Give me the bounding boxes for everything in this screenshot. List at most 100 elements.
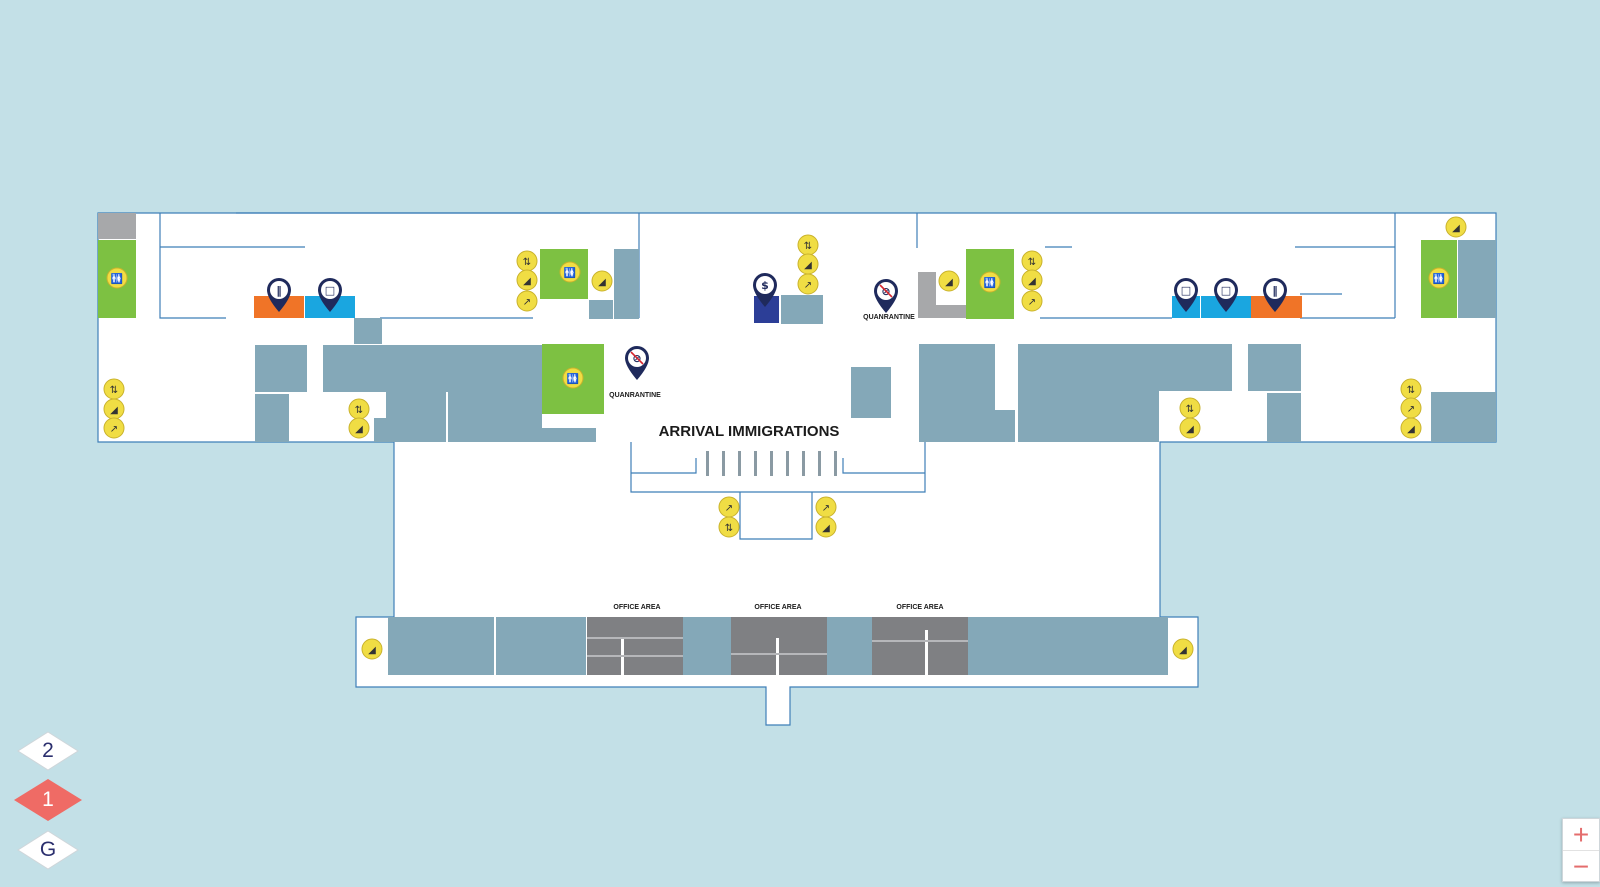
room — [1018, 344, 1159, 393]
stairs-icon: ◢ — [1021, 269, 1043, 291]
map-pin-glyph: ‖ — [276, 284, 282, 297]
restroom-icon: 🚻 — [979, 271, 1001, 293]
amenity-circle — [103, 417, 125, 439]
escalator-icon: ↗ — [797, 273, 819, 295]
elevator-icon: ⇅ — [103, 378, 125, 400]
room — [1248, 344, 1301, 391]
amenity-circle — [815, 516, 837, 538]
stairs-icon: ◢ — [1179, 417, 1201, 439]
room — [1061, 617, 1168, 675]
room — [1015, 617, 1061, 675]
amenity-glyph: ↗ — [804, 280, 812, 291]
amenity-glyph: ↗ — [1407, 404, 1415, 415]
restroom-icon: 🚻 — [559, 261, 581, 283]
office-divider — [872, 640, 968, 642]
room — [448, 392, 542, 442]
elevator-icon: ⇅ — [1021, 250, 1043, 272]
room — [614, 249, 639, 319]
amenity-circle — [106, 267, 128, 289]
amenity-circle — [1445, 216, 1467, 238]
elevator-icon: ⇅ — [1400, 378, 1422, 400]
shopping-icon: □ — [1214, 278, 1238, 312]
immigration-counter — [786, 451, 789, 476]
floor-1-button[interactable]: 1 — [14, 779, 82, 821]
amenity-circle — [1172, 638, 1194, 660]
amenity-glyph: ⇅ — [1186, 404, 1194, 415]
service-room — [918, 272, 966, 318]
amenity-glyph: ◢ — [822, 523, 830, 534]
amenity-glyph: ↗ — [822, 503, 830, 514]
amenity-glyph: ◢ — [1452, 223, 1460, 234]
map-pin-glyph: ‖ — [1272, 284, 1278, 297]
wall — [159, 213, 226, 319]
amenity-circle — [1021, 290, 1043, 312]
floor-diamond-icon — [17, 731, 79, 771]
stairs-icon: ◢ — [797, 253, 819, 275]
floor-g-button[interactable]: G — [14, 829, 82, 871]
amenity-glyph: ⇅ — [725, 523, 733, 534]
zoom-out-button[interactable]: − — [1563, 850, 1599, 882]
amenity-circle — [718, 516, 740, 538]
amenity-circle — [348, 417, 370, 439]
room — [1431, 392, 1496, 442]
no-pets-icon: ⊘ — [625, 346, 649, 380]
floor-2-label: 2 — [42, 739, 54, 762]
elevator-icon: ⇅ — [516, 250, 538, 272]
office-area — [872, 617, 968, 675]
escalator-icon: ↗ — [718, 496, 740, 518]
escalator-icon: ↗ — [1021, 290, 1043, 312]
amenity-glyph: ◢ — [110, 405, 118, 416]
amenity-glyph: 🚻 — [567, 372, 579, 385]
immigration-counter — [722, 451, 725, 476]
amenity-glyph: ⇅ — [804, 241, 812, 252]
room — [386, 392, 446, 442]
stairs-icon: ◢ — [361, 638, 383, 660]
amenity-circle — [591, 270, 613, 292]
amenity-circle — [361, 638, 383, 660]
zoom-control: + − — [1562, 818, 1600, 882]
amenity-glyph: ◢ — [355, 424, 363, 435]
immigration-counter — [834, 451, 837, 476]
map-pin-face — [321, 281, 339, 299]
amenity-glyph: ◢ — [1186, 424, 1194, 435]
zoom-in-button[interactable]: + — [1572, 819, 1590, 850]
room — [255, 345, 307, 392]
map-pin-glyph: □ — [1181, 284, 1191, 297]
floor-2-button[interactable]: 2 — [14, 730, 82, 772]
restroom-icon: 🚻 — [562, 367, 584, 389]
wall — [842, 458, 925, 474]
elevator-icon: ⇅ — [718, 516, 740, 538]
stairs-icon: ◢ — [1172, 638, 1194, 660]
immigration-counter — [754, 451, 757, 476]
room — [396, 345, 542, 392]
amenity-glyph: ⇅ — [523, 257, 531, 268]
amenity-glyph: ↗ — [1028, 297, 1036, 308]
room — [683, 617, 731, 675]
restroom-icon: 🚻 — [1428, 267, 1450, 289]
room — [919, 344, 951, 394]
room — [967, 617, 1015, 675]
room — [354, 318, 382, 344]
room — [589, 300, 613, 319]
room — [1267, 393, 1301, 442]
amenity-icons: 🚻🚻🚻🚻🚻⇅◢↗⇅◢⇅◢↗◢⇅◢↗◢⇅◢↗⇅◢⇅↗◢◢↗⇅↗◢◢◢ — [103, 216, 1467, 660]
amenity-glyph: 🚻 — [111, 272, 123, 285]
room — [1458, 240, 1496, 318]
room — [781, 295, 823, 324]
no-pets-slash — [630, 351, 644, 365]
map-pin-glyph: $ — [761, 279, 769, 292]
map-pin-glyph: □ — [1221, 284, 1231, 297]
room — [496, 617, 586, 675]
immigration-counter — [818, 451, 821, 476]
amenity-glyph: ◢ — [1028, 276, 1036, 287]
escalator-icon: ↗ — [1400, 397, 1422, 419]
office-divider — [731, 653, 827, 655]
room — [1018, 393, 1159, 442]
room — [323, 345, 396, 392]
escalator-icon: ↗ — [815, 496, 837, 518]
amenity-circle — [1428, 267, 1450, 289]
immigration-counter — [770, 451, 773, 476]
immigration-counter — [802, 451, 805, 476]
escalator-icon: ↗ — [103, 417, 125, 439]
